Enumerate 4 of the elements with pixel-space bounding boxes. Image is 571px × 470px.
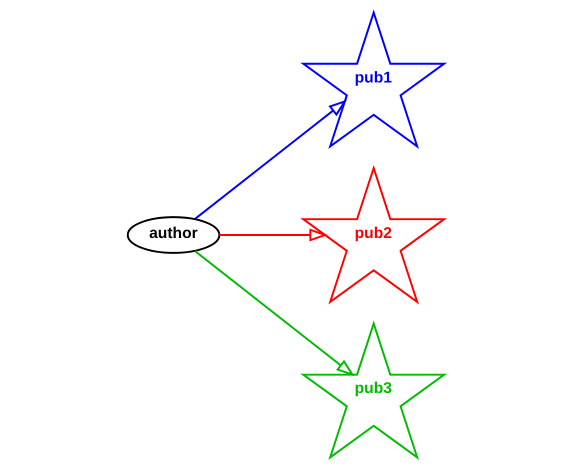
node-ellipse: author (126, 216, 220, 254)
arrow (194, 100, 347, 220)
arrow (194, 250, 354, 376)
arrow (218, 228, 328, 242)
